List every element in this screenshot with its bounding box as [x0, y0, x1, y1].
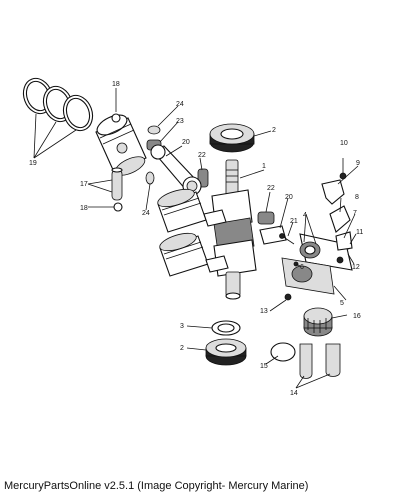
hose-8[interactable] — [329, 205, 351, 233]
wrist-pin[interactable] — [111, 167, 123, 201]
callout-16: 16 — [353, 313, 361, 320]
callout-12: 12 — [352, 264, 360, 271]
main-bearing-housing[interactable] — [281, 233, 353, 295]
callout-9: 9 — [356, 160, 360, 167]
callout-24-top: 24 — [176, 101, 184, 108]
seal-ring[interactable] — [211, 320, 241, 336]
callout-14: 14 — [290, 390, 298, 397]
thrust-washer-top[interactable] — [147, 125, 161, 135]
screw-13[interactable] — [284, 293, 292, 301]
exploded-parts-diagram: 18 24 23 2 20 22 19 10 9 1 17 22 8 20 18… — [19, 74, 363, 397]
bearing-race-halves[interactable] — [299, 343, 341, 379]
callout-17: 17 — [80, 181, 88, 188]
callout-11: 11 — [356, 229, 363, 236]
callout-20-top: 20 — [182, 139, 190, 146]
rod-screw[interactable] — [279, 233, 295, 245]
callout-numbers: 18 24 23 2 20 22 19 10 9 1 17 22 8 20 18… — [29, 81, 363, 397]
callout-23: 23 — [176, 118, 184, 125]
roller-bearing[interactable] — [303, 307, 333, 337]
callout-15: 15 — [260, 363, 268, 370]
leader-lines — [33, 88, 359, 389]
callout-22-top: 22 — [198, 152, 206, 159]
callout-24-bottom: 24 — [142, 210, 150, 217]
connecting-rod[interactable] — [150, 144, 202, 196]
callout-4: 4 — [303, 212, 307, 219]
callout-18-bottom: 18 — [80, 205, 88, 212]
callout-2-top: 2 — [272, 127, 276, 134]
rod-cap[interactable] — [259, 225, 287, 245]
retainer-clip-top[interactable] — [111, 113, 121, 123]
callout-6: 6 — [300, 264, 304, 271]
thrust-washer-lower[interactable] — [145, 171, 155, 185]
check-valve-7[interactable] — [335, 231, 353, 251]
callout-2-bottom: 2 — [180, 345, 184, 352]
callout-19: 19 — [29, 160, 37, 167]
callout-22-mid: 22 — [267, 185, 275, 192]
needle-bearing-22b[interactable] — [257, 211, 275, 225]
ball-bearing-top[interactable] — [209, 123, 255, 153]
callout-3: 3 — [180, 323, 184, 330]
callout-8: 8 — [355, 194, 359, 201]
callout-18-top: 18 — [112, 81, 120, 88]
retainer-clip-bottom[interactable] — [113, 202, 123, 212]
installed-pistons — [157, 188, 229, 277]
callout-5: 5 — [340, 300, 344, 307]
ball-bearing-bottom[interactable] — [205, 338, 247, 366]
fitting-9[interactable] — [321, 179, 345, 205]
callout-7: 7 — [353, 210, 357, 217]
bolt-10[interactable] — [339, 158, 347, 180]
callout-20-mid: 20 — [285, 194, 293, 201]
copyright-footer: MercuryPartsOnline v2.5.1 (Image Copyrig… — [4, 480, 309, 492]
callout-10: 10 — [340, 140, 348, 147]
callout-1: 1 — [262, 163, 266, 170]
piston-rings[interactable] — [19, 74, 98, 134]
callout-21: 21 — [290, 218, 298, 225]
callout-13: 13 — [260, 308, 268, 315]
crankshaft[interactable] — [211, 159, 257, 300]
